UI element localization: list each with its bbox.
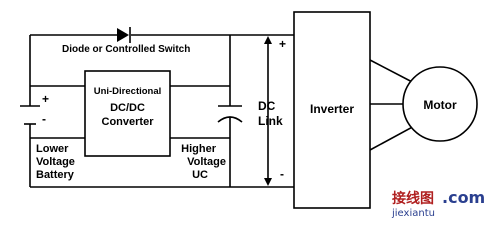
motor-symbol (402, 66, 478, 142)
converter-label-line2: DC/DC (110, 102, 145, 114)
watermark-url: jiexiantu (391, 208, 435, 219)
battery-symbol (20, 105, 40, 125)
circuit-diagram-svg: Diode or Controlled Switch + - Lower Vol… (20, 11, 485, 219)
battery-label-line1: Lower (36, 143, 69, 155)
uc-label-line3: UC (192, 169, 208, 181)
battery-label-line3: Battery (36, 169, 75, 181)
dc-link-arrow (264, 36, 272, 186)
diode-label: Diode or Controlled Switch (62, 44, 190, 55)
converter-label-line3: Converter (102, 116, 155, 128)
dc-link-label-line1: DC (258, 99, 276, 113)
motor-phase-wires (369, 59, 419, 151)
uc-label-line1: Higher (181, 143, 217, 155)
battery-label-line2: Voltage (36, 156, 75, 168)
dc-link-minus-label: - (280, 167, 284, 181)
circuit-diagram: Diode or Controlled Switch + - Lower Vol… (20, 11, 485, 219)
converter-label-line1: Uni-Directional (94, 86, 162, 97)
uc-label-line2: Voltage (187, 156, 226, 168)
dc-link-plus-label: + (279, 37, 286, 51)
inverter-label: Inverter (310, 102, 354, 116)
watermark-dotcom: .com (442, 188, 485, 207)
inverter-block (293, 11, 371, 209)
diode-symbol (117, 27, 131, 43)
motor-label: Motor (423, 98, 457, 112)
watermark: 接线图 .com jiexiantu (391, 188, 485, 219)
dcdc-converter-block (84, 70, 171, 157)
battery-minus-label: - (42, 112, 46, 126)
dc-link-label-line2: Link (258, 114, 283, 128)
watermark-brand: 接线图 (392, 190, 434, 207)
battery-plus-label: + (42, 92, 49, 106)
